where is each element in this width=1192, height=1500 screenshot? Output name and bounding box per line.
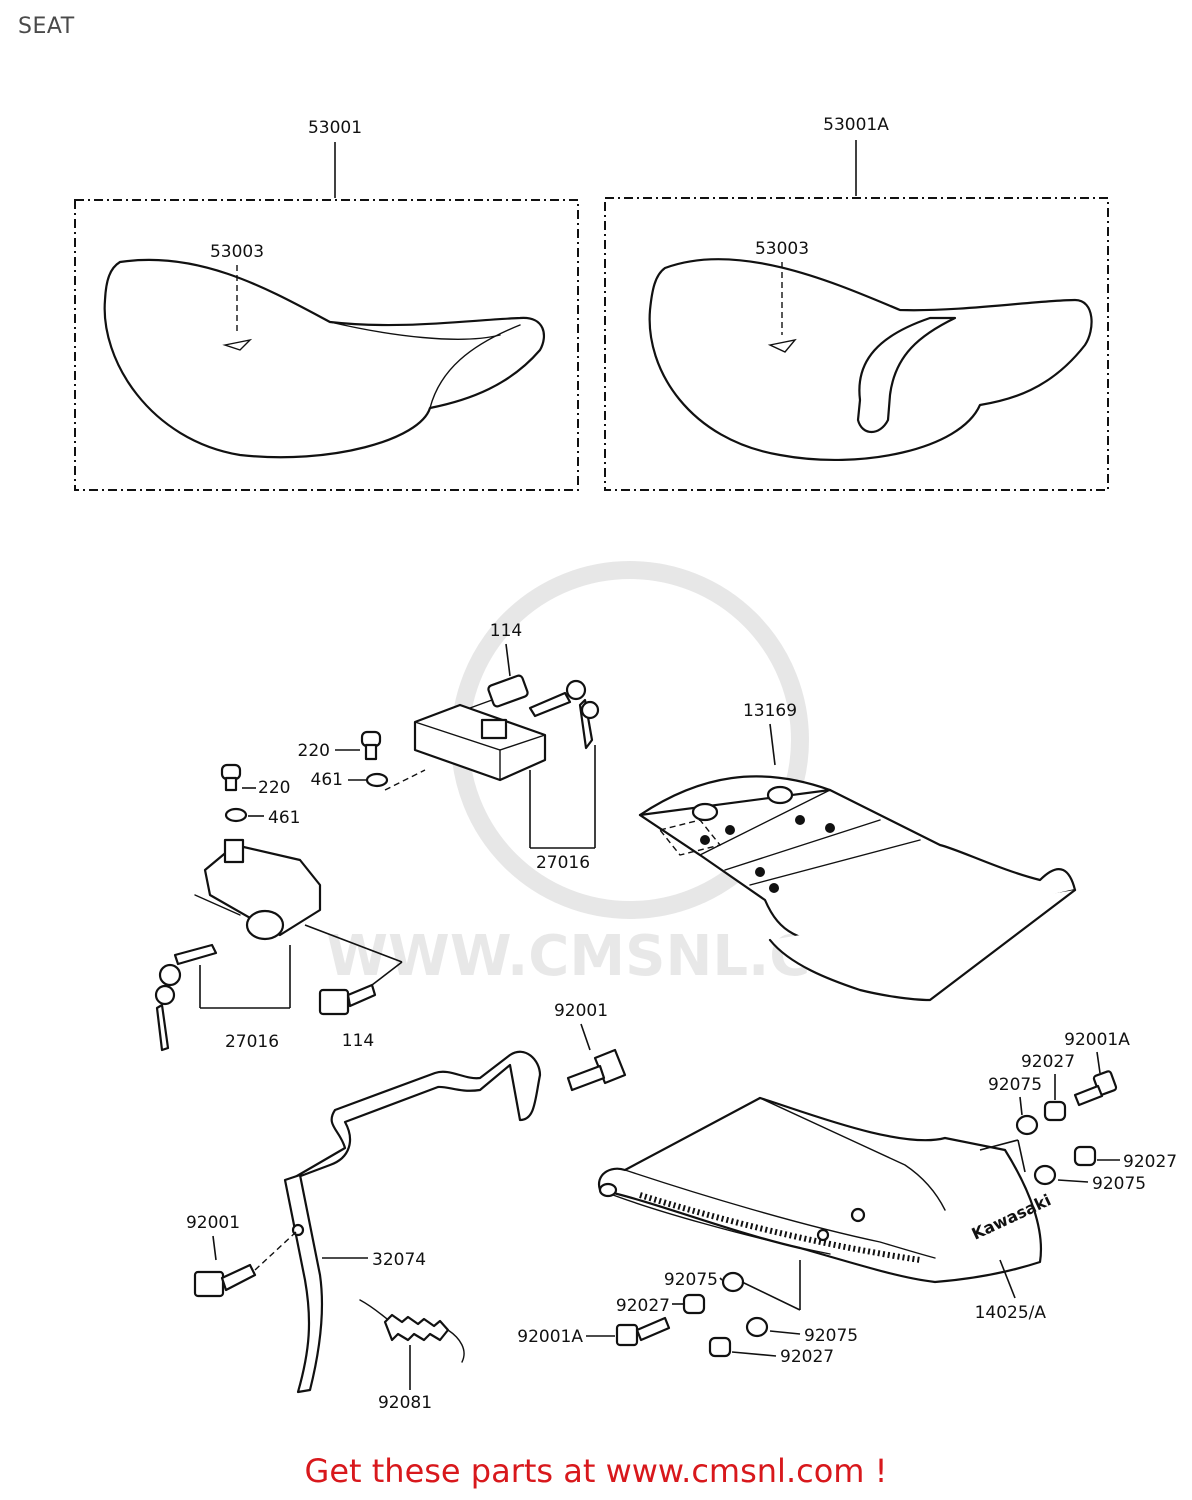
label-53003-right: 53003 <box>755 239 809 259</box>
tail-cover-14025A: Kawasaki <box>597 1096 1054 1284</box>
label-27016-upper: 27016 <box>536 853 590 873</box>
page-title: SEAT <box>18 14 75 39</box>
label-92001-top: 92001 <box>554 1001 608 1021</box>
label-92027-a: 92027 <box>1021 1052 1075 1072</box>
washer-461-a <box>365 772 389 788</box>
label-92075-a: 92075 <box>988 1075 1042 1095</box>
lever-32074 <box>283 1050 542 1394</box>
seat-53001A-box <box>604 197 1109 491</box>
washer-461-b <box>224 807 248 823</box>
label-461-b: 461 <box>268 808 300 828</box>
bolt-114-top <box>469 674 529 709</box>
label-92075-c: 92075 <box>664 1270 718 1290</box>
label-92027-b: 92027 <box>1123 1152 1177 1172</box>
label-13169: 13169 <box>743 701 797 721</box>
collar-92027-b <box>1073 1145 1097 1167</box>
label-114-top: 114 <box>490 621 522 641</box>
label-92001A-bottom: 92001A <box>517 1327 583 1347</box>
lock-housing-lower <box>194 838 322 941</box>
footer-link[interactable]: Get these parts at www.cmsnl.com ! <box>304 1452 888 1490</box>
collar-92027-a <box>1043 1100 1067 1122</box>
lock-housing-upper <box>413 703 547 782</box>
grommet-92075-a <box>1015 1114 1039 1136</box>
key-lower <box>154 943 218 1052</box>
label-220-a: 220 <box>298 741 330 761</box>
bolt-114-bottom <box>318 983 377 1016</box>
spring-92081 <box>359 1299 465 1363</box>
label-92081: 92081 <box>378 1393 432 1413</box>
bolt-92001A-top <box>1073 1070 1118 1107</box>
screw-220-a <box>360 730 382 761</box>
label-92075-d: 92075 <box>804 1326 858 1346</box>
label-92001-left: 92001 <box>186 1213 240 1233</box>
bolt-92001-top <box>566 1048 627 1092</box>
key-upper <box>528 679 600 750</box>
label-114-bottom: 114 <box>342 1031 374 1051</box>
label-92027-c: 92027 <box>616 1296 670 1316</box>
label-53003-left: 53003 <box>210 242 264 262</box>
label-32074: 32074 <box>372 1250 426 1270</box>
label-53001A: 53001A <box>823 115 889 135</box>
grommet-92075-d <box>745 1316 769 1338</box>
seat-tray-13169 <box>638 775 1077 1002</box>
label-220-b: 220 <box>258 778 290 798</box>
label-461-a: 461 <box>311 770 343 790</box>
label-27016-lower: 27016 <box>225 1032 279 1052</box>
label-14025A: 14025/A <box>975 1303 1047 1323</box>
bolt-92001-left <box>193 1263 257 1298</box>
label-53001: 53001 <box>308 118 362 138</box>
label-92075-b: 92075 <box>1092 1174 1146 1194</box>
screw-220-b <box>220 763 242 792</box>
collar-92027-d <box>708 1336 732 1358</box>
grommet-92075-c <box>721 1271 745 1293</box>
label-92001A-top: 92001A <box>1064 1030 1130 1050</box>
seat-53001 <box>103 258 545 459</box>
collar-92027-c <box>682 1293 706 1315</box>
bolt-92001A-bottom <box>615 1316 671 1347</box>
seat-53001-box <box>74 199 579 491</box>
seat-53001A <box>648 258 1093 461</box>
label-92027-d: 92027 <box>780 1347 834 1367</box>
grommet-92075-b <box>1033 1164 1057 1186</box>
